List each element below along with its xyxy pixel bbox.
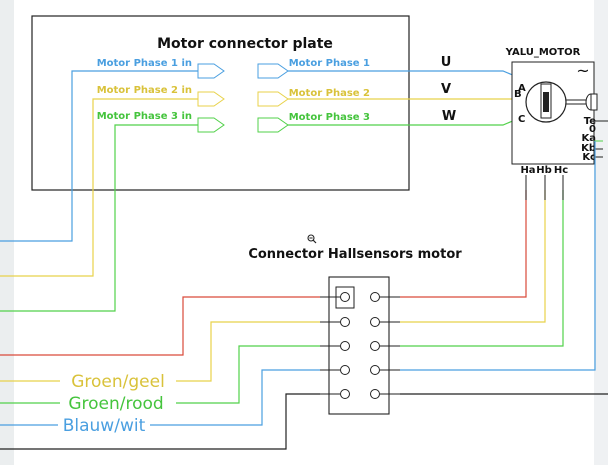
phase1-in-port — [197, 63, 225, 79]
hall-connector-title: Connector Hallsensors motor — [248, 247, 462, 262]
motor-axle-cap — [590, 93, 598, 111]
phase1-in-label: Motor Phase 1 in — [97, 58, 192, 69]
phase1-out-label: Motor Phase 1 — [289, 58, 370, 69]
legend-groen-rood: Groen/rood — [68, 394, 163, 414]
motor-terminal-b: B — [514, 89, 522, 100]
hall-pin-r4 — [370, 365, 380, 375]
phase2-in-port — [197, 91, 225, 107]
phase-letter-v: V — [441, 82, 451, 97]
phase2-in-label: Motor Phase 2 in — [97, 85, 192, 96]
hall-wire-green-right — [400, 190, 564, 347]
motor-pin-ka: Ka — [582, 133, 597, 144]
motor-pin-kb: Kb — [581, 143, 596, 154]
motor-pin-0: 0 — [589, 124, 596, 135]
motor-title: YALU_MOTOR — [505, 47, 581, 58]
phase3-out-port — [257, 117, 289, 133]
phase1-in-wire — [0, 70, 198, 242]
legend-groen-geel: Groen/geel — [71, 372, 165, 392]
phase2-out-label: Motor Phase 2 — [289, 88, 370, 99]
hall-wire-yellow-right — [400, 190, 546, 323]
hall-pin-l4 — [340, 365, 350, 375]
legend-blauw-wit: Blauw/wit — [63, 416, 146, 436]
hall-wire-black-left — [0, 393, 320, 450]
phase3-in-wire — [0, 124, 198, 312]
motor-pin-hc: Hc — [554, 165, 568, 176]
phase2-out-port — [257, 91, 289, 107]
zoom-out-icon[interactable] — [307, 234, 317, 244]
motor-pin-ha: Ha — [520, 165, 535, 176]
phase1-out-port — [257, 63, 289, 79]
phase-letter-w: W — [442, 109, 456, 124]
hall-wire-red-right — [400, 190, 527, 298]
phase3-out-wire — [288, 119, 516, 126]
motor-terminal-a: A — [518, 83, 526, 94]
hall-pin-l2 — [340, 317, 350, 327]
hall-pin-l5 — [340, 389, 350, 399]
motor-pin-te: Te — [584, 116, 596, 127]
hall-pin-r1 — [370, 292, 380, 302]
motor-pin-kc: Kc — [582, 152, 596, 163]
motor-terminal-c: C — [518, 114, 525, 125]
connector-plate-title: Motor connector plate — [157, 36, 333, 52]
phase3-out-label: Motor Phase 3 — [289, 112, 370, 123]
hall-wire-blue-right — [400, 141, 596, 371]
phase-letter-u: U — [441, 55, 452, 70]
motor-pin-hb: Hb — [536, 165, 552, 176]
hall-pin-l1 — [340, 292, 350, 302]
hall-pin-r3 — [370, 341, 380, 351]
hall-pin-l3 — [340, 341, 350, 351]
hall-pin-r2 — [370, 317, 380, 327]
phase1-out-wire — [288, 70, 516, 77]
phase3-in-label: Motor Phase 3 in — [97, 111, 192, 122]
hall-wire-red-left — [0, 296, 320, 356]
connector-plate-box — [31, 15, 410, 191]
hall-pin-r5 — [370, 389, 380, 399]
phase3-in-port — [197, 117, 225, 133]
motor-ac-symbol: ~ — [576, 61, 589, 80]
phase2-in-wire — [0, 98, 198, 277]
motor-rotor-shaft — [543, 92, 549, 112]
